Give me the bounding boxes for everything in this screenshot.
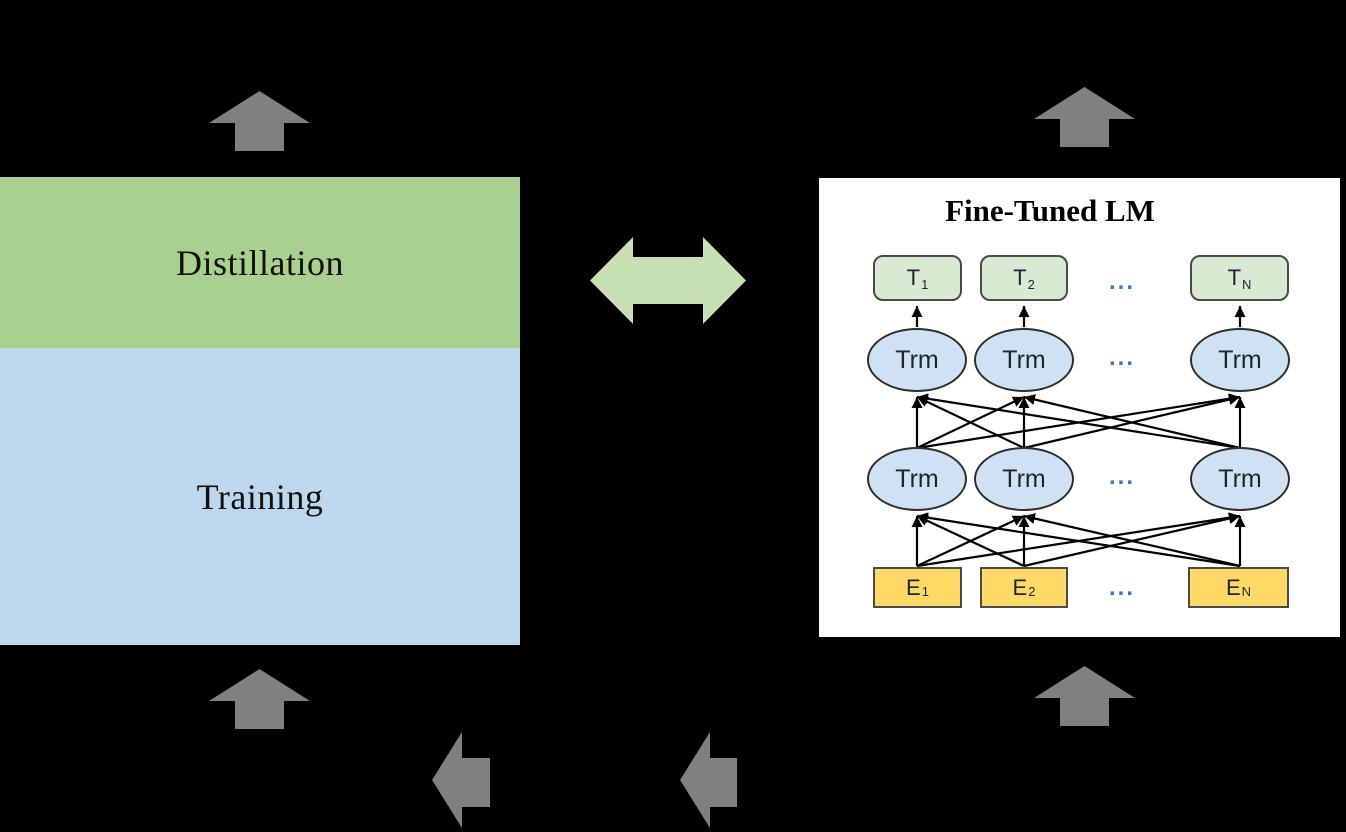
- embedding-e1-label: E: [906, 574, 921, 600]
- up-arrow-bottom-left-icon: [209, 669, 310, 729]
- left-arrow-2-icon: [680, 732, 737, 828]
- trm-node-lower-2: Trm: [974, 447, 1074, 511]
- training-section: Training: [0, 348, 520, 645]
- embedding-e2-subscript: 2: [1028, 584, 1036, 599]
- ellipsis-trm-upper-row: ...: [1108, 344, 1135, 371]
- up-arrow-top-right-icon: [1034, 87, 1135, 147]
- gray-up-arrows: [209, 87, 1135, 729]
- token-tn-label: T: [1227, 265, 1242, 290]
- embedding-e1-subscript: 1: [921, 584, 929, 599]
- embedding-en-label: E: [1225, 574, 1241, 600]
- trm-label: Trm: [1002, 464, 1046, 493]
- distillation-label: Distillation: [176, 242, 344, 283]
- trm-label: Trm: [895, 464, 939, 493]
- gray-left-arrows: [432, 732, 737, 828]
- training-label: Training: [196, 476, 324, 517]
- exchange-double-arrow-icon: [590, 237, 746, 324]
- up-arrow-bottom-right-icon: [1034, 666, 1135, 726]
- trm-node-upper-2: Trm: [974, 328, 1074, 392]
- trm-node-upper-n: Trm: [1190, 328, 1290, 392]
- embedding-en-subscript: N: [1241, 584, 1252, 599]
- token-t1-subscript: 1: [921, 277, 929, 292]
- ellipsis-embedding-row: ...: [1108, 574, 1135, 601]
- up-arrow-top-left-icon: [209, 91, 310, 151]
- trm-node-lower-1: Trm: [867, 447, 967, 511]
- left-arrow-1-icon: [432, 732, 490, 828]
- fine-tuned-lm-title: Fine-Tuned LM: [945, 193, 1155, 228]
- token-t2-subscript: 2: [1027, 277, 1035, 292]
- trm-node-upper-1: Trm: [867, 328, 967, 392]
- network-connections: [911, 306, 1246, 568]
- trm-label: Trm: [895, 345, 939, 374]
- distillation-training-panel: Distillation Training: [0, 177, 520, 645]
- distillation-section: Distillation: [0, 177, 520, 348]
- token-t1-label: T: [906, 265, 921, 290]
- fine-tuned-lm-box: [817, 176, 1342, 639]
- trm-label: Trm: [1002, 345, 1046, 374]
- embedding-e2-label: E: [1012, 574, 1028, 600]
- trm-label: Trm: [1218, 345, 1262, 374]
- ellipsis-token-row: ...: [1108, 268, 1135, 295]
- trm-label: Trm: [1218, 464, 1262, 493]
- trm-node-lower-n: Trm: [1190, 447, 1290, 511]
- token-t2-label: T: [1013, 265, 1027, 290]
- ellipsis-trm-lower-row: ...: [1108, 463, 1135, 490]
- token-tn-subscript: N: [1242, 277, 1252, 292]
